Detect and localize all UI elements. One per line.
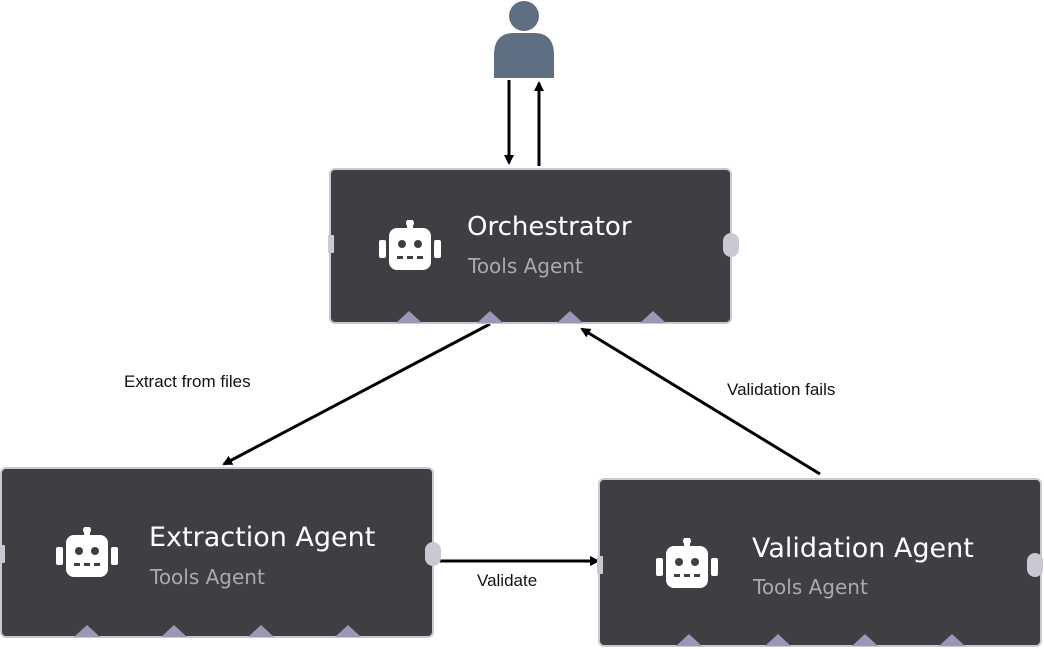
input-port[interactable] xyxy=(597,556,603,574)
node-subtitle: Tools Agent xyxy=(150,565,265,589)
connector-port[interactable] xyxy=(676,634,702,646)
robot-icon xyxy=(56,527,118,577)
node-subtitle: Tools Agent xyxy=(753,575,868,599)
edge-label-validate: Validate xyxy=(477,571,538,590)
edge-label-extract: Extract from files xyxy=(124,372,251,391)
node-title: Extraction Agent xyxy=(149,522,376,553)
input-port[interactable] xyxy=(328,235,334,253)
robot-icon xyxy=(379,220,441,270)
user-icon xyxy=(494,1,554,78)
output-port[interactable] xyxy=(425,542,441,566)
node-title: Orchestrator xyxy=(467,212,632,242)
extraction-agent-node[interactable]: Extraction Agent Tools Agent xyxy=(0,467,441,638)
arrow-validation-fails xyxy=(580,327,821,476)
node-subtitle: Tools Agent xyxy=(468,254,583,278)
connector-port[interactable] xyxy=(939,634,965,646)
output-port[interactable] xyxy=(1027,553,1043,577)
connector-port[interactable] xyxy=(335,625,361,637)
output-port[interactable] xyxy=(723,233,739,257)
input-port[interactable] xyxy=(0,545,5,563)
orchestrator-node[interactable]: Orchestrator Tools Agent xyxy=(328,168,739,324)
connector-port[interactable] xyxy=(557,311,583,323)
arrow-extract xyxy=(222,322,491,466)
connector-port[interactable] xyxy=(765,634,791,646)
connector-port[interactable] xyxy=(477,311,503,323)
robot-icon xyxy=(656,538,718,588)
connector-port[interactable] xyxy=(248,625,274,637)
connector-port[interactable] xyxy=(161,625,187,637)
validation-agent-node[interactable]: Validation Agent Tools Agent xyxy=(597,478,1043,647)
connector-port[interactable] xyxy=(396,311,422,323)
edge-label-validation-fails: Validation fails xyxy=(727,380,836,399)
connector-port[interactable] xyxy=(640,311,666,323)
connector-port[interactable] xyxy=(74,625,100,637)
connector-port[interactable] xyxy=(852,634,878,646)
node-title: Validation Agent xyxy=(752,533,974,564)
